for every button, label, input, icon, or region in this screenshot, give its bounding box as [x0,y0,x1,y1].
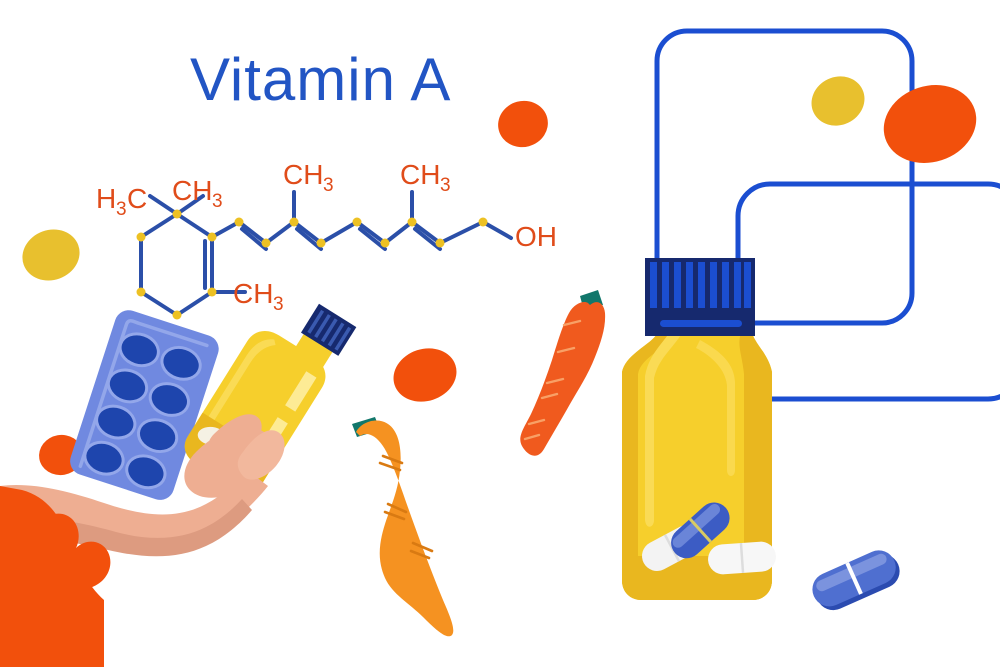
blue-capsule-seam [688,517,712,543]
blister-pill[interactable] [106,367,149,405]
forearm-shadow [0,499,252,557]
label-ch3-ring-bottom-base: CH [233,278,273,309]
large-bottle-cap-ribs [650,262,751,310]
sleeve-body [0,486,104,667]
label-oh-base: OH [515,221,557,252]
double-bond-7-8 [240,227,268,251]
carrot-right-lines [523,319,582,441]
large-bottle-highlight-2 [696,340,735,476]
label-h3c-left-tail: C [127,183,147,214]
outline-rect-upper [654,28,915,326]
small-bottle-cap-ribs [307,309,352,351]
vertex-dot [261,238,271,248]
blister-pill[interactable] [148,381,191,419]
page-title: Vitamin A [190,46,451,113]
label-ch3-chain-2-base: CH [400,159,440,190]
label-ch3-ring-top-base: CH [172,175,212,206]
vertex-dot [289,217,299,227]
vertex-dot [478,217,488,227]
carrot-center-body [356,420,454,637]
large-bottle-shadow-left [622,307,672,600]
label-ch3-chain-1: CH 3 [283,159,334,196]
blister-pack-pills [83,331,203,491]
vertex-dot [207,287,217,297]
vertex-dot [380,238,390,248]
blister-pill[interactable] [136,417,179,455]
ellipse-yellow-left [22,229,80,281]
small-bottle-highlight-panel [285,371,317,412]
blister-pill[interactable] [94,403,137,441]
vertex-dot [136,287,146,297]
vertex-dot [352,217,362,227]
white-capsule-seam [663,534,681,562]
label-ch3-ring-bottom: CH 3 [233,278,284,315]
vertex-dot [435,238,445,248]
ellipse-orange-right [883,85,977,163]
ellipse-orange-top [498,100,548,148]
double-bond-13-14 [413,227,442,251]
carrot-center [352,417,454,637]
vertex-dot [172,209,182,219]
ellipse-orange-mid [393,348,457,402]
double-bond-9-10 [295,227,323,251]
blister-pack-inner-edge [78,319,209,469]
small-bottle-neck [292,330,335,370]
label-ch3-chain-2: CH 3 [400,159,451,196]
large-bottle-cap[interactable] [645,258,755,336]
blister-pill[interactable] [124,453,167,491]
vertex-dot [316,238,326,248]
label-h3c-left-sub: 3 [116,199,127,220]
blister-pill[interactable] [118,331,161,369]
label-ch3-chain-2-sub: 3 [440,175,451,196]
small-bottle-cap[interactable] [300,303,357,356]
carrot-right [520,290,606,456]
label-oh: OH [515,221,557,252]
small-bottle-highlight [202,339,276,432]
bond-ch3-top-1 [175,194,205,216]
vertex-dot [136,232,146,242]
vertex-dot [407,217,417,227]
double-bond-11-12 [358,227,387,251]
carrot-center-lines [378,454,434,560]
vertex-dot [172,310,182,320]
label-ch3-chain-1-sub: 3 [323,175,334,196]
bond-h3c-left [148,194,179,216]
vertex-dot [207,232,217,242]
ellipse-yellow-right [811,76,865,126]
blister-pill[interactable] [160,344,203,382]
large-bottle-highlight [645,318,688,527]
finger-thumb [237,430,285,480]
large-bottle-cap-stripe [660,320,742,327]
label-ch3-chain-1-base: CH [283,159,323,190]
white-capsule-seam [739,542,745,574]
loose-capsule-seam [845,562,863,595]
large-bottle-shadow-right [739,307,772,600]
label-ch3-ring-top: CH 3 [172,175,223,212]
large-bottle-contents [641,502,776,575]
label-ch3-ring-top-sub: 3 [212,191,223,212]
label-h3c-left-base: H [96,183,116,214]
label-h3c-left: H 3 C [96,183,147,220]
blister-pill[interactable] [83,439,126,477]
label-ch3-ring-bottom-sub: 3 [273,294,284,315]
molecule-vertex-dots [136,209,488,320]
vertex-dot [234,217,244,227]
